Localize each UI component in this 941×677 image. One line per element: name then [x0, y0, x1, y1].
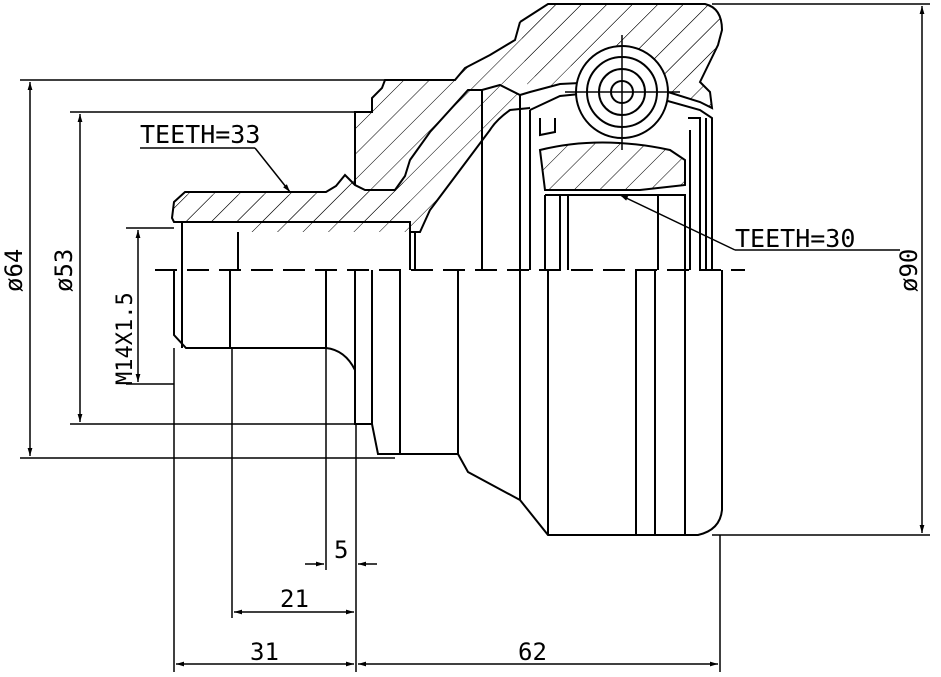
dim-62-label: 62: [518, 638, 547, 666]
diameter-90-label: ø90: [895, 249, 923, 292]
stem-section: [174, 4, 722, 232]
teeth-30-label: TEETH=30: [735, 224, 855, 253]
bottom-dimensions: [173, 348, 721, 672]
teeth30-leader: [619, 194, 736, 251]
thread-label: M14X1.5: [113, 292, 138, 385]
dim-5-label: 5: [334, 536, 348, 564]
teeth33-leader: [254, 147, 291, 193]
inner-race-section: [538, 141, 686, 191]
lower-outline: [173, 270, 723, 536]
inner-race-lower: [544, 194, 686, 270]
teeth-33-label: TEETH=33: [140, 120, 260, 149]
diameter-53-label: ø53: [50, 249, 78, 292]
cage-bars: [539, 117, 707, 270]
left-dimensions: [20, 79, 395, 459]
teeth-leaders: [140, 147, 900, 251]
upper-section: [170, 3, 724, 270]
dim-21-label: 21: [280, 585, 309, 613]
dim-31-label: 31: [250, 638, 279, 666]
diameter-64-label: ø64: [0, 249, 28, 292]
lower-view: [173, 270, 723, 536]
right-dimensions: [712, 3, 930, 536]
